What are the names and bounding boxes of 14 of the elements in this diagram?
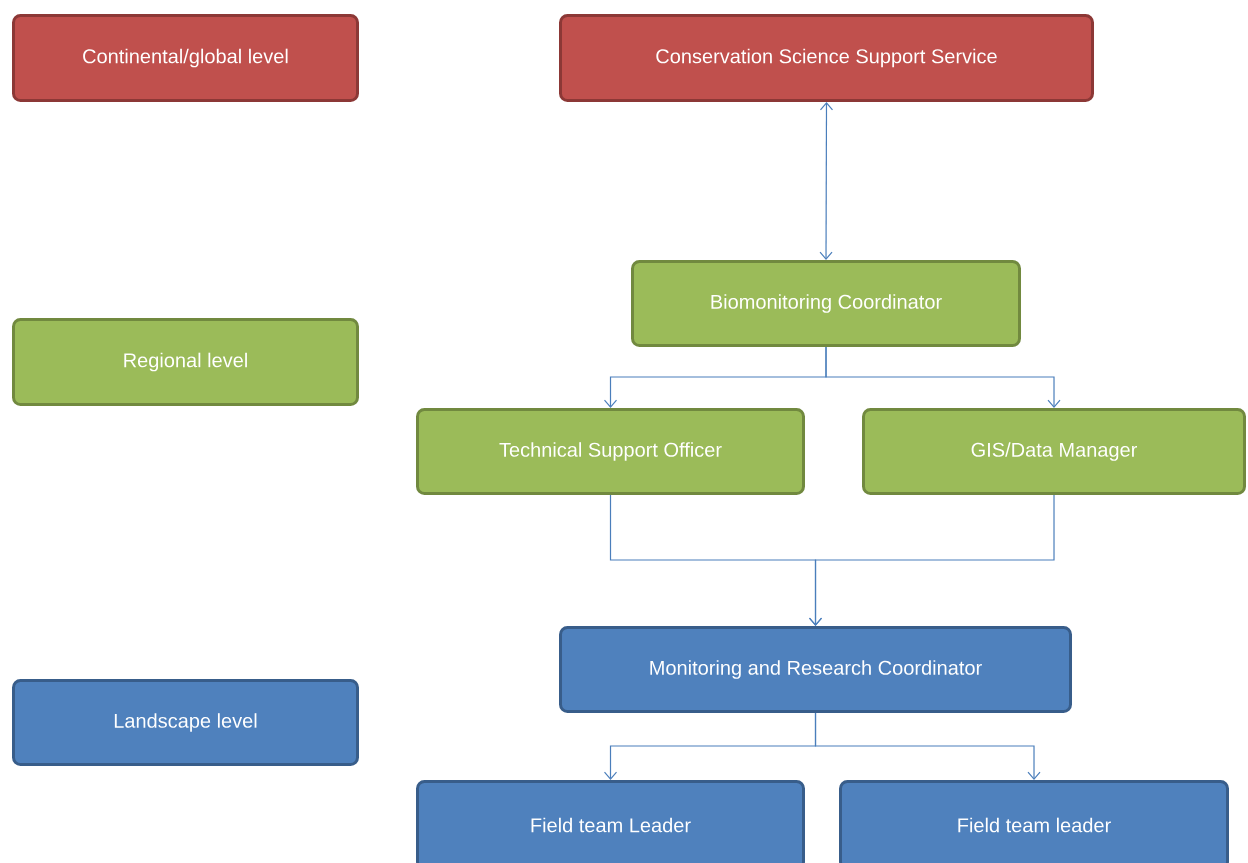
role-box: Field team Leader bbox=[416, 780, 805, 863]
connector-arrow bbox=[808, 494, 1055, 626]
role-box: Conservation Science Support Service bbox=[559, 14, 1094, 102]
connector-arrow bbox=[814, 712, 1041, 780]
connector-arrow bbox=[825, 346, 1061, 408]
level-box: Regional level bbox=[12, 318, 359, 406]
role-box: GIS/Data Manager bbox=[862, 408, 1246, 495]
role-box: Field team leader bbox=[839, 780, 1229, 863]
level-box: Landscape level bbox=[12, 679, 359, 766]
level-box: Continental/global level bbox=[12, 14, 359, 102]
role-box: Technical Support Officer bbox=[416, 408, 805, 495]
connector-arrow bbox=[819, 102, 834, 260]
role-box: Biomonitoring Coordinator bbox=[631, 260, 1021, 347]
role-box: Monitoring and Research Coordinator bbox=[559, 626, 1072, 713]
